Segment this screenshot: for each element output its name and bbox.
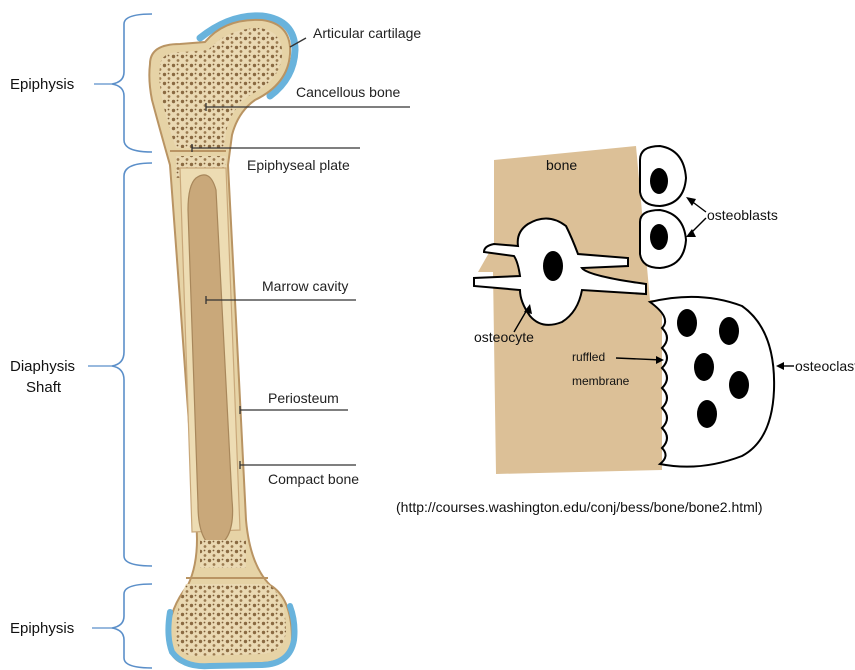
osteoclast-arrowhead	[776, 362, 784, 370]
epiphysis-bottom-bracket	[112, 584, 152, 668]
osteoblast-top-nucleus	[650, 168, 668, 194]
bone-cell-diagram: bone osteoblasts osteocyte ruffled membr…	[396, 146, 855, 515]
spongy-band-bottom	[200, 540, 246, 568]
osteoblast-bottom-nucleus	[650, 224, 668, 250]
bone-label: bone	[546, 157, 577, 173]
osteoclast-cell	[650, 297, 774, 467]
epiphyseal-plate-label: Epiphyseal plate	[247, 157, 350, 173]
osteoclast-nucleus-2	[719, 317, 739, 345]
marrow-cavity-label: Marrow cavity	[262, 278, 348, 294]
osteoclast-nucleus-3	[694, 353, 714, 381]
diaphysis-bracket	[112, 163, 152, 566]
shaft-label: Shaft	[26, 379, 62, 396]
long-bone-diagram: Epiphysis Diaphysis Shaft Epiphysis Arti…	[10, 14, 421, 668]
osteocyte-nucleus	[543, 251, 563, 281]
epiphysis-bottom-label: Epiphysis	[10, 620, 74, 637]
periosteum-label: Periosteum	[268, 390, 339, 406]
source-url: (http://courses.washington.edu/conj/bess…	[396, 499, 763, 515]
ruffled-label: ruffled	[572, 350, 605, 364]
osteoblasts-label: osteoblasts	[707, 207, 778, 223]
osteoclast-nucleus-5	[697, 400, 717, 428]
osteoclast-label: osteoclast	[795, 358, 855, 374]
osteocyte-label: osteocyte	[474, 329, 534, 345]
osteoblasts-arrowhead-top	[686, 197, 696, 206]
osteoclast-nucleus-1	[677, 309, 697, 337]
cancellous-bone-label: Cancellous bone	[296, 84, 401, 100]
osteoclast-nucleus-4	[729, 371, 749, 399]
epiphysis-top-label: Epiphysis	[10, 76, 74, 93]
membrane-label: membrane	[572, 374, 630, 388]
cancellous-bone-bottom	[176, 584, 286, 656]
epiphysis-top-bracket	[112, 14, 152, 152]
articular-cartilage-label: Articular cartilage	[313, 25, 421, 41]
compact-bone-label: Compact bone	[268, 471, 359, 487]
diaphysis-label: Diaphysis	[10, 358, 75, 375]
